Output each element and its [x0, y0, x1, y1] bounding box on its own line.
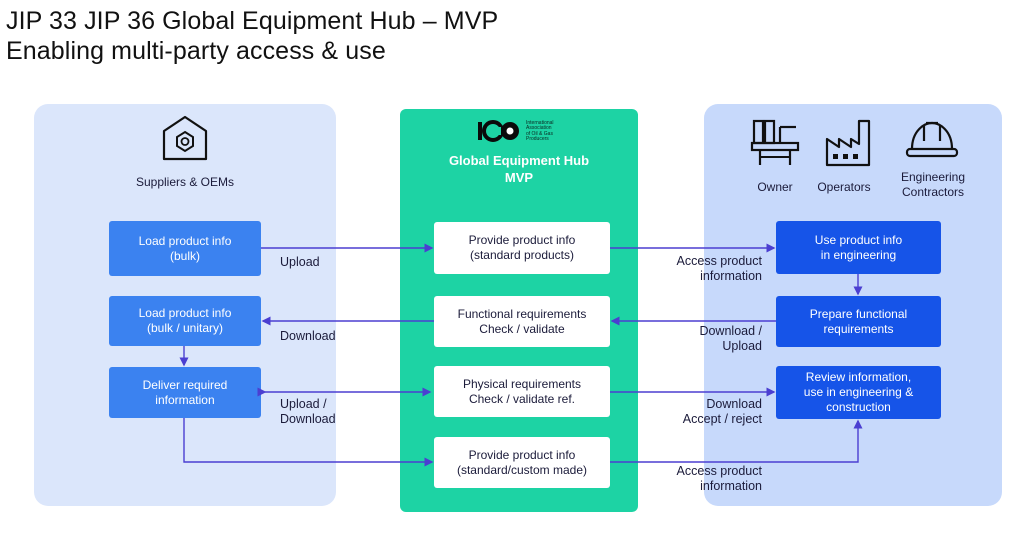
provide-product-standard-box: Provide product info (standard products)	[434, 222, 610, 274]
deliver-information-box: Deliver required information	[109, 367, 261, 418]
functional-requirements-box: Functional requirements Check / validate	[434, 296, 610, 347]
download-accept-label: Download Accept / reject	[682, 397, 762, 426]
access-product-label-2: Access product information	[676, 464, 762, 493]
hub-title: Global Equipment Hub MVP	[448, 153, 590, 185]
iogp-logo: International Association of Oil & Gas P…	[478, 120, 568, 146]
load-product-unitary-box: Load product info (bulk / unitary)	[109, 296, 261, 346]
hexagon-bolt-icon	[162, 115, 208, 161]
load-product-bulk-box: Load product info (bulk)	[109, 221, 261, 276]
hard-hat-icon	[905, 121, 959, 158]
arrow-deliver-to-hub	[183, 418, 434, 467]
download-upload-label: Download / Upload	[699, 324, 762, 353]
download-label: Download	[280, 329, 336, 343]
access-product-label-1: Access product information	[676, 254, 762, 283]
upload-download-label: Upload / Download	[280, 397, 336, 426]
prepare-functional-box: Prepare functional requirements	[776, 296, 941, 347]
provide-product-custom-box: Provide product info (standard/custom ma…	[434, 437, 610, 488]
review-information-box: Review information, use in engineering &…	[776, 366, 941, 419]
factory-icon	[825, 119, 871, 167]
iogp-logo-text: International Association of Oil & Gas P…	[526, 120, 554, 143]
suppliers-heading: Suppliers & OEMs	[135, 175, 235, 189]
use-product-info-box: Use product info in engineering	[776, 221, 941, 274]
offshore-platform-icon	[750, 119, 800, 165]
physical-requirements-box: Physical requirements Check / validate r…	[434, 366, 610, 417]
page-subtitle: Enabling multi-party access & use	[6, 37, 386, 65]
iogp-logo-icon	[478, 120, 519, 142]
operators-label: Operators	[817, 180, 871, 194]
owner-label: Owner	[757, 180, 793, 194]
arrow-hub-to-review	[610, 419, 863, 463]
page-title: JIP 33 JIP 36 Global Equipment Hub – MVP	[6, 7, 499, 35]
engineering-contractors-label: Engineering Contractors	[900, 170, 966, 199]
upload-label: Upload	[280, 255, 320, 269]
